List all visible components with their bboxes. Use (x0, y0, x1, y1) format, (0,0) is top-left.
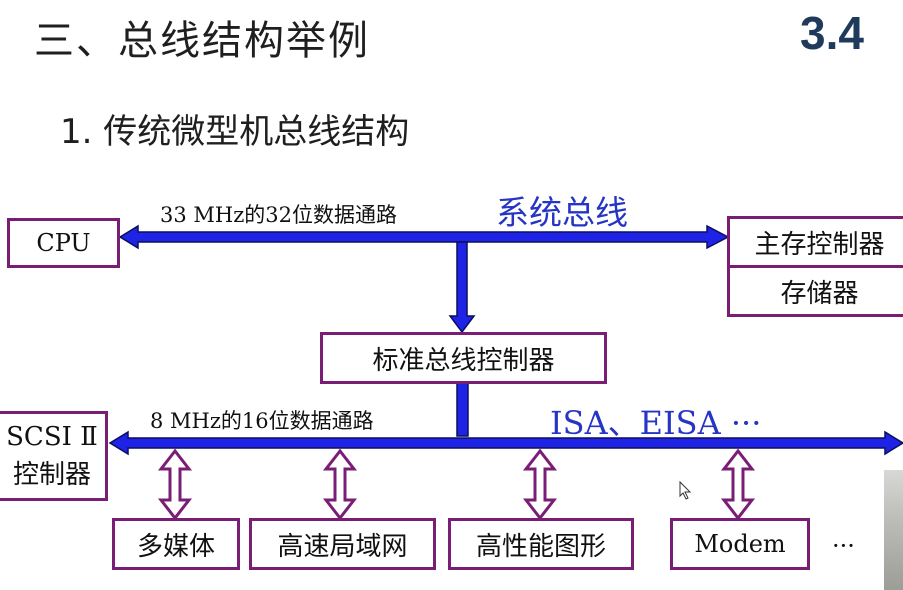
graphics-label: 高性能图形 (475, 531, 606, 562)
graphics-link-arrow (522, 448, 558, 521)
modem-link-arrow (720, 448, 756, 521)
expansion-bus-path-label: 8 MHz的16位数据通路 (150, 409, 374, 433)
multimedia-box: 多媒体 (112, 518, 240, 570)
multimedia-label: 多媒体 (136, 531, 215, 562)
expansion-bus-line (108, 430, 903, 456)
controller-link (456, 381, 469, 437)
cpu-label: CPU (36, 229, 91, 257)
scsi-label-line1: SCSI Ⅱ (6, 422, 98, 452)
mouse-cursor-icon (679, 480, 692, 500)
scsi-label-line2: 控制器 (12, 460, 91, 490)
expansion-bus-name: ISA、EISA ··· (550, 404, 762, 442)
memory-controller-label: 主存控制器 (754, 229, 885, 260)
lan-label: 高速局域网 (277, 531, 408, 562)
page-subheading: 1. 传统微型机总线结构 (60, 112, 410, 152)
video-overlay-edge (884, 470, 903, 590)
bus-controller-box: 标准总线控制器 (320, 332, 607, 384)
system-bus-drop (448, 241, 476, 334)
system-bus-line (118, 224, 730, 250)
lan-box: 高速局域网 (249, 518, 436, 570)
modem-label: Modem (694, 530, 786, 558)
page-heading: 三、总线结构举例 (34, 18, 370, 64)
bus-controller-label: 标准总线控制器 (372, 345, 555, 376)
memory-label: 存储器 (780, 278, 859, 309)
section-number: 3.4 (800, 7, 864, 59)
more-devices-ellipsis: ··· (832, 532, 855, 560)
multimedia-link-arrow (157, 448, 193, 521)
scsi-controller-box: SCSI Ⅱ 控制器 (0, 411, 108, 501)
system-bus-name: 系统总线 (496, 193, 628, 232)
system-bus-path-label: 33 MHz的32位数据通路 (160, 203, 397, 227)
memory-controller-box: 主存控制器 (727, 216, 903, 268)
memory-box: 存储器 (727, 265, 903, 317)
modem-box: Modem (670, 518, 810, 570)
lan-link-arrow (322, 448, 358, 521)
cpu-box: CPU (7, 218, 120, 268)
graphics-box: 高性能图形 (448, 518, 634, 570)
